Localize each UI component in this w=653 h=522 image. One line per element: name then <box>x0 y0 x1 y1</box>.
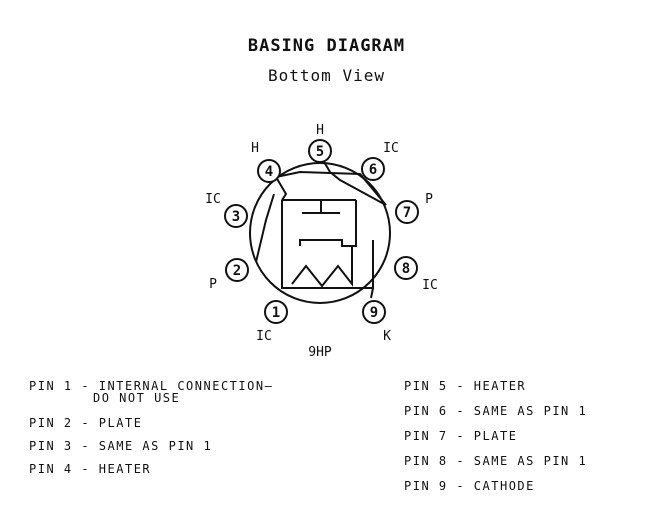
legend-pin-description: INTERNAL CONNECTION— <box>98 379 274 393</box>
pin-8-tag: IC <box>422 278 438 293</box>
pin-2-circle <box>225 258 249 282</box>
legend-left-row: PIN 3 - SAME AS PIN 1 <box>29 440 212 452</box>
legend-pin-number: PIN 9 - <box>404 479 474 493</box>
pin-3-circle <box>224 204 248 228</box>
legend-pin-number: PIN 2 - <box>29 416 99 430</box>
legend-pin-number: PIN 8 - <box>404 454 474 468</box>
legend-pin-description: PLATE <box>473 429 518 443</box>
pin-5-circle <box>308 139 332 163</box>
legend-pin-description: SAME AS PIN 1 <box>473 454 588 468</box>
pin-1-circle <box>264 300 288 324</box>
pin-2-tag: P <box>209 277 217 292</box>
pin-9-tag: K <box>383 329 391 344</box>
pin-4-circle <box>257 159 281 183</box>
legend-pin-description: CATHODE <box>473 479 535 493</box>
pin-5-tag: H <box>316 123 324 138</box>
legend-right-row: PIN 7 - PLATE <box>404 430 517 442</box>
legend-pin-description: HEATER <box>473 379 527 393</box>
pin-4-number: 4 <box>265 164 273 180</box>
pin-6-tag: IC <box>383 141 399 156</box>
lead-pin7 <box>275 170 387 206</box>
legend-pin-number: PIN 6 - <box>404 404 474 418</box>
heater-lead <box>281 200 374 289</box>
legend-pin-number: PIN 5 - <box>404 379 474 393</box>
pin-9-circle <box>362 300 386 324</box>
cathode-sleeve <box>299 200 357 247</box>
pin-8-circle <box>394 256 418 280</box>
legend-pin-description: SAME AS PIN 1 <box>98 439 213 453</box>
legend-pin-number: PIN 7 - <box>404 429 474 443</box>
pin-3-tag: IC <box>205 192 221 207</box>
lead-pin4 <box>275 176 288 201</box>
legend-left-row: PIN 2 - PLATE <box>29 417 142 429</box>
legend-pin-number: PIN 1 - <box>29 379 99 393</box>
lead-pin5 <box>322 159 387 206</box>
pin-6-number: 6 <box>369 162 377 178</box>
pin-6-circle <box>361 157 385 181</box>
legend-right-row: PIN 5 - HEATER <box>404 380 526 392</box>
legend-pin-description: SAME AS PIN 1 <box>473 404 588 418</box>
legend-right-row: PIN 9 - CATHODE <box>404 480 535 492</box>
heater-filament <box>291 246 353 288</box>
diagram-title: BASING DIAGRAM <box>247 36 406 56</box>
legend-pin-number: PIN 4 - <box>29 462 99 476</box>
lead-pin2 <box>255 193 275 263</box>
legend-pin-description-continued: DO NOT USE <box>93 391 181 405</box>
legend-left-row: PIN 4 - HEATER <box>29 463 151 475</box>
pin-8-number: 8 <box>402 261 410 277</box>
base-code-label: 9HP <box>308 345 332 360</box>
pin-2-number: 2 <box>233 263 241 279</box>
pin-1-number: 1 <box>272 305 280 321</box>
legend-pin-description: PLATE <box>98 416 143 430</box>
tube-electrodes <box>255 159 387 299</box>
pin-7-tag: P <box>425 192 433 207</box>
pin-1-tag: IC <box>256 329 272 344</box>
legend-left-row: PIN 1 - INTERNAL CONNECTION— <box>29 380 273 392</box>
pin-7-circle <box>395 200 419 224</box>
pin-9-number: 9 <box>370 305 378 321</box>
pin-7-number: 7 <box>403 205 411 221</box>
legend-right-row: PIN 6 - SAME AS PIN 1 <box>404 405 587 417</box>
diagram-subtitle: Bottom View <box>268 66 385 85</box>
lead-pin9 <box>370 287 374 299</box>
legend-right-row: PIN 8 - SAME AS PIN 1 <box>404 455 587 467</box>
legend-pin-number: PIN 3 - <box>29 439 99 453</box>
pin-4-tag: H <box>251 141 259 156</box>
pin-5-number: 5 <box>316 144 324 160</box>
legend-pin-description: HEATER <box>98 462 152 476</box>
pin-3-number: 3 <box>232 209 240 225</box>
